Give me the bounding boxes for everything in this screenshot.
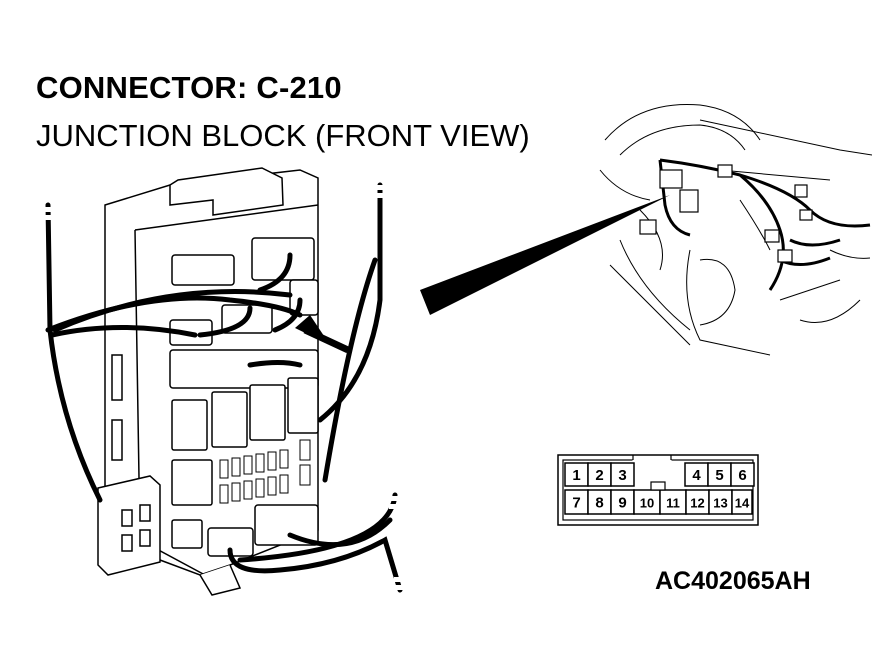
- pin-label: 12: [690, 496, 704, 511]
- pin-cell: [610, 462, 635, 487]
- pin-label: 14: [735, 496, 750, 511]
- pin-label: 8: [595, 495, 603, 512]
- junction-block-subtitle: JUNCTION BLOCK (FRONT VIEW): [36, 118, 530, 153]
- figure-code: AC402065AH: [655, 567, 811, 595]
- pin-label: 6: [738, 467, 746, 484]
- pin-cell: [730, 462, 755, 487]
- pin-label: 1: [572, 467, 580, 484]
- pin-cell: [731, 489, 753, 515]
- pin-label: 3: [618, 467, 626, 484]
- callout-wedge: [420, 195, 670, 315]
- junction-block-body: [97, 167, 319, 596]
- vehicle-harness: [658, 158, 871, 291]
- pin-label: 10: [640, 496, 654, 511]
- pin-label: 13: [713, 496, 727, 511]
- pin-label: 7: [572, 495, 580, 512]
- connector-title: CONNECTOR: C-210: [36, 70, 342, 105]
- pin-label: 11: [666, 496, 680, 511]
- connector-key: [650, 481, 666, 491]
- vehicle-location-view: [599, 103, 872, 356]
- pin-label: 2: [595, 467, 603, 484]
- pin-label: 9: [618, 495, 626, 512]
- pointer-arrow: [295, 315, 350, 354]
- pin-label: 4: [692, 467, 701, 484]
- pin-label: 5: [715, 467, 723, 484]
- wire-harness: [45, 182, 403, 593]
